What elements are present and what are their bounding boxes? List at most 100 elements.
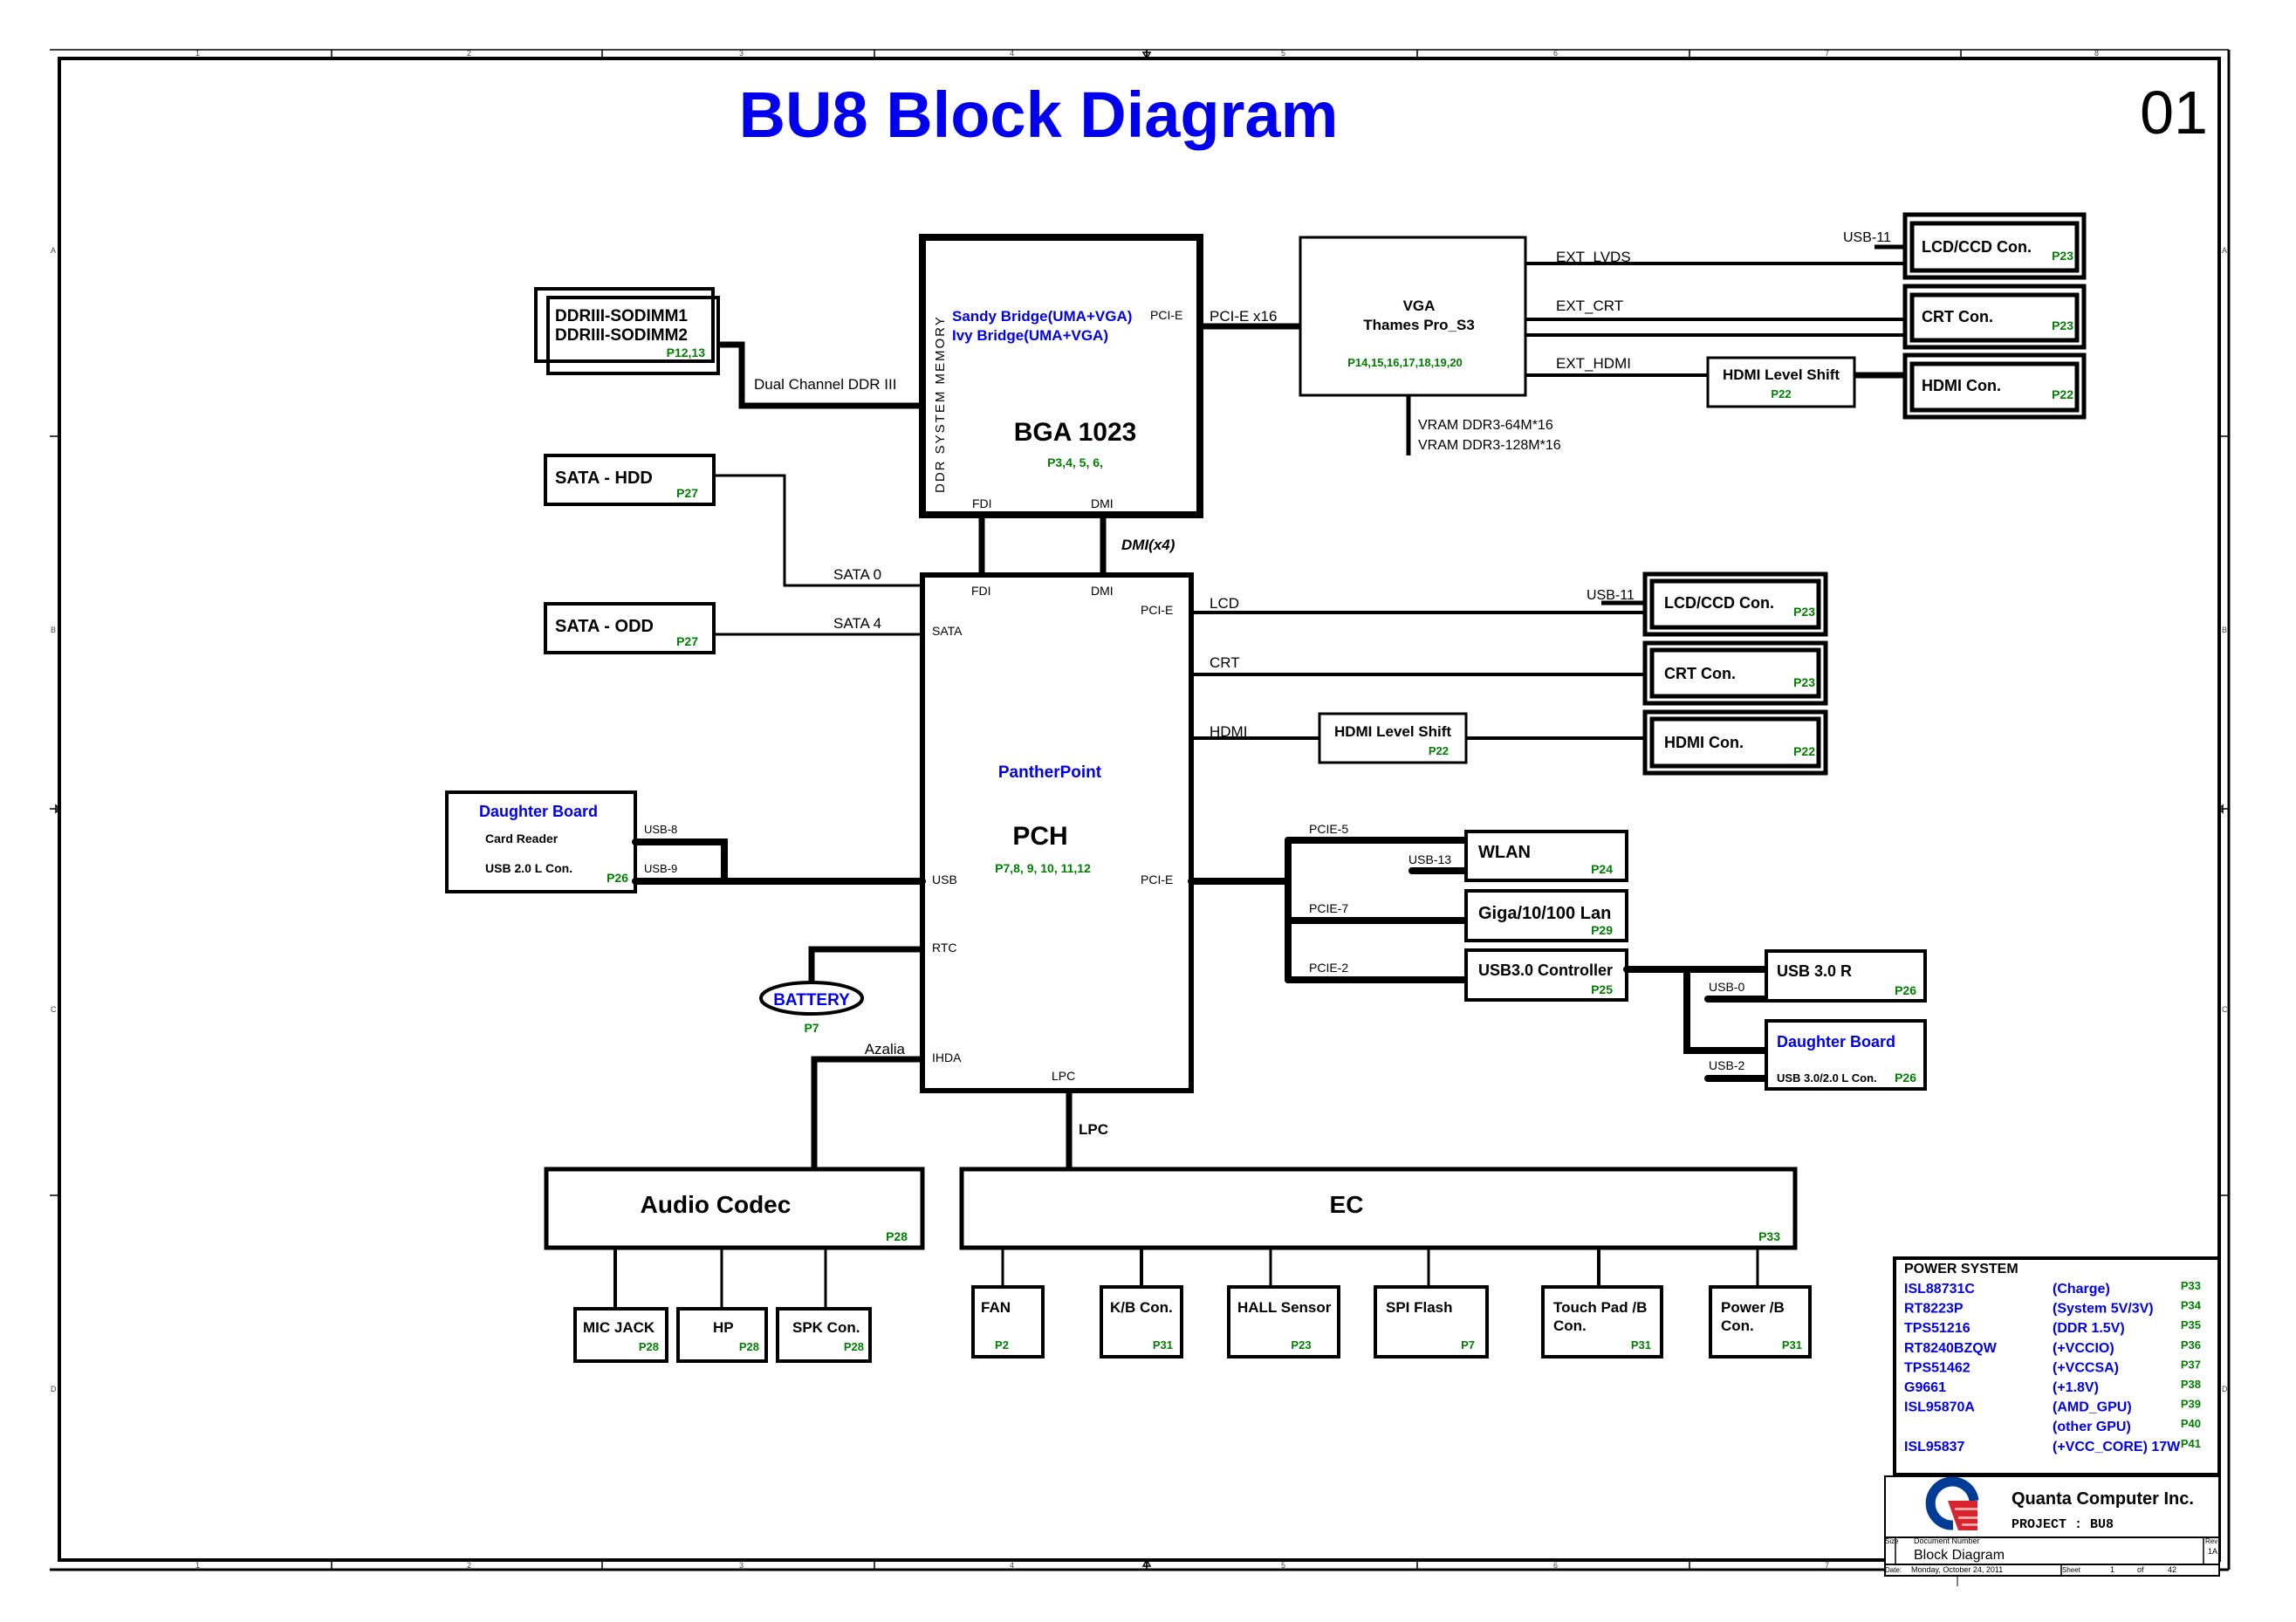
vga-hdmi-label: HDMI Con. [1922,377,2001,394]
vga-usb11-label: USB-11 [1843,230,1891,245]
audio-codec[interactable]: Audio Codec P28 [544,1167,925,1250]
document-number-label: Document Number [1914,1536,1980,1545]
vga-block[interactable]: VGA Thames Pro_S3 P14,15,16,17,18,19,20 [1299,236,1527,397]
pch-family: PantherPoint [998,763,1102,782]
pch-block[interactable]: FDI DMI PCI-E SATA PantherPoint PCH P7,8… [920,572,1194,1093]
ddr-system-memory-label: DDR SYSTEM MEMORY [933,315,948,493]
power-page: P34 [2181,1299,2202,1312]
vga-pages: P14,15,16,17,18,19,20 [1347,356,1463,369]
battery-label: BATTERY [773,991,850,1009]
vga-hdmi-level-shift[interactable]: HDMI Level Shift P22 [1706,356,1856,408]
power-system-title: POWER SYSTEM [1904,1262,2018,1276]
sheet-label: Sheet [2062,1566,2081,1574]
power-page: P38 [2181,1378,2201,1391]
ext-crt-label: EXT_CRT [1556,298,1623,314]
pch-hdmi-connector[interactable]: HDMI Con. P22 [1642,709,1828,776]
pch-hdmi-shift-label: HDMI Level Shift [1334,723,1451,740]
touchpad-board-con[interactable]: Touch Pad /B Con. P31 [1541,1285,1663,1359]
kb-con[interactable]: K/B Con. P31 [1100,1285,1183,1359]
page-number: 01 [2140,79,2208,147]
power-rail: (System 5V/3V) [2053,1302,2154,1317]
ec-block[interactable]: EC P33 [959,1167,1798,1250]
col-label: 1 [195,1561,200,1570]
audio-codec-page: P28 [886,1229,908,1243]
spi-flash[interactable]: SPI Flash P7 [1374,1285,1489,1359]
sodimm-pages: P12,13 [667,346,706,359]
usb3-rear[interactable]: USB 3.0 R P26 [1765,949,1927,1003]
power-rail: (+VCCSA) [2053,1360,2119,1375]
card-reader-label: Card Reader [485,832,559,845]
giga-lan[interactable]: Giga/10/100 Lan P29 [1464,889,1628,942]
power-chip: ISL88731C [1904,1282,1975,1297]
hp[interactable]: HP P28 [676,1307,768,1363]
col-label: 2 [467,1561,471,1570]
pch-crt-label: CRT Con. [1664,665,1736,682]
of-label: of [2137,1565,2144,1574]
spk-con-page: P28 [844,1340,864,1353]
vga-lcd-connector[interactable]: LCD/CCD Con. P23 [1902,212,2087,280]
power-system-table: POWER SYSTEM ISL88731C(Charge)P33RT8223P… [1893,1256,2221,1476]
cpu-block[interactable]: Sandy Bridge(UMA+VGA) Ivy Bridge(UMA+VGA… [919,234,1203,518]
mic-jack[interactable]: MIC JACK P28 [573,1307,668,1363]
sata0-label: SATA 0 [833,566,881,583]
usb3-controller[interactable]: USB3.0 Controller P25 [1464,948,1628,1002]
pcie2-label: PCIE-2 [1309,961,1348,975]
power-chip: TPS51462 [1904,1360,1970,1375]
pcie5-label: PCIE-5 [1309,822,1348,836]
sata-hdd[interactable]: SATA - HDD P27 [544,454,716,506]
wlan[interactable]: WLAN P24 [1464,830,1628,882]
vga-hdmi-connector[interactable]: HDMI Con. P22 [1902,352,2087,420]
usb8-label: USB-8 [644,823,677,836]
project-name: PROJECT : BU8 [2012,1517,2114,1532]
cpu-port-fdi: FDI [972,496,992,510]
column-labels-top: 1 2 3 4 5 6 7 8 [195,49,2099,58]
power-row: (other GPU)P40 [2053,1417,2201,1434]
pch-lcd-label: LCD/CCD Con. [1664,594,1774,612]
center-marker-left [50,804,61,814]
col-label: 6 [1553,49,1558,58]
lpc-link-label: LPC [1079,1121,1108,1138]
vga-crt-connector[interactable]: CRT Con. P23 [1902,284,2087,350]
power-rail: (other GPU) [2053,1420,2131,1434]
pch-crt-connector[interactable]: CRT Con. P23 [1642,640,1828,706]
cpu-pages: P3,4, 5, 6, [1047,455,1103,469]
row-label: C [2222,1005,2228,1014]
spk-con[interactable]: SPK Con. P28 [776,1307,872,1363]
pch-hdmi-level-shift[interactable]: HDMI Level Shift P22 [1318,712,1468,764]
wlan-page: P24 [1591,862,1613,876]
fan[interactable]: FAN P2 [971,1285,1045,1359]
mic-jack-page: P28 [639,1340,659,1353]
battery[interactable]: BATTERY [759,981,864,1016]
wlan-label: WLAN [1478,843,1531,862]
sheet-number: 1 [2110,1565,2114,1574]
vga-chip: Thames Pro_S3 [1363,317,1475,333]
memory-sodimm[interactable]: DDRIII-SODIMM1 DDRIII-SODIMM2 P12,13 [534,287,720,375]
power-page: P39 [2181,1398,2201,1411]
azalia-label: Azalia [865,1041,906,1057]
col-label: 5 [1281,1561,1285,1570]
sodimm1-label: DDRIII-SODIMM1 [555,307,688,325]
daughter-right-page: P26 [1895,1071,1916,1085]
sata-odd[interactable]: SATA - ODD P27 [544,602,716,654]
cpu-port-pcie: PCI-E [1150,308,1182,322]
usb3-rear-page: P26 [1895,983,1916,997]
pch-lcd-connector[interactable]: LCD/CCD Con. P23 [1642,571,1828,637]
quanta-logo-icon [1925,1476,1979,1530]
spk-con-label: SPK Con. [792,1319,860,1336]
pch-port-usb: USB [932,873,957,886]
hall-sensor[interactable]: HALL Sensor P23 [1227,1285,1340,1359]
spi-flash-page: P7 [1461,1338,1475,1352]
power-row: RT8223P(System 5V/3V)P34 [1904,1299,2202,1317]
touchpad-label: Touch Pad /B [1553,1299,1647,1316]
pch-usb11-label: USB-11 [1587,588,1635,603]
pch-port-lpc: LPC [1052,1069,1075,1083]
power-board-con[interactable]: Power /B Con. P31 [1709,1285,1812,1359]
spi-flash-label: SPI Flash [1386,1299,1453,1316]
daughter-board-left[interactable]: Daughter Board Card Reader USB 2.0 L Con… [445,790,637,893]
power-row: TPS51216(DDR 1.5V)P35 [1904,1318,2201,1336]
power-page: P33 [2181,1279,2201,1292]
usb2-label: USB-2 [1709,1058,1744,1072]
document-title: Block Diagram [1914,1548,2005,1563]
daughter-board-right[interactable]: Daughter Board USB 3.0/2.0 L Con. P26 [1765,1019,1927,1091]
usb3-controller-page: P25 [1591,982,1613,996]
